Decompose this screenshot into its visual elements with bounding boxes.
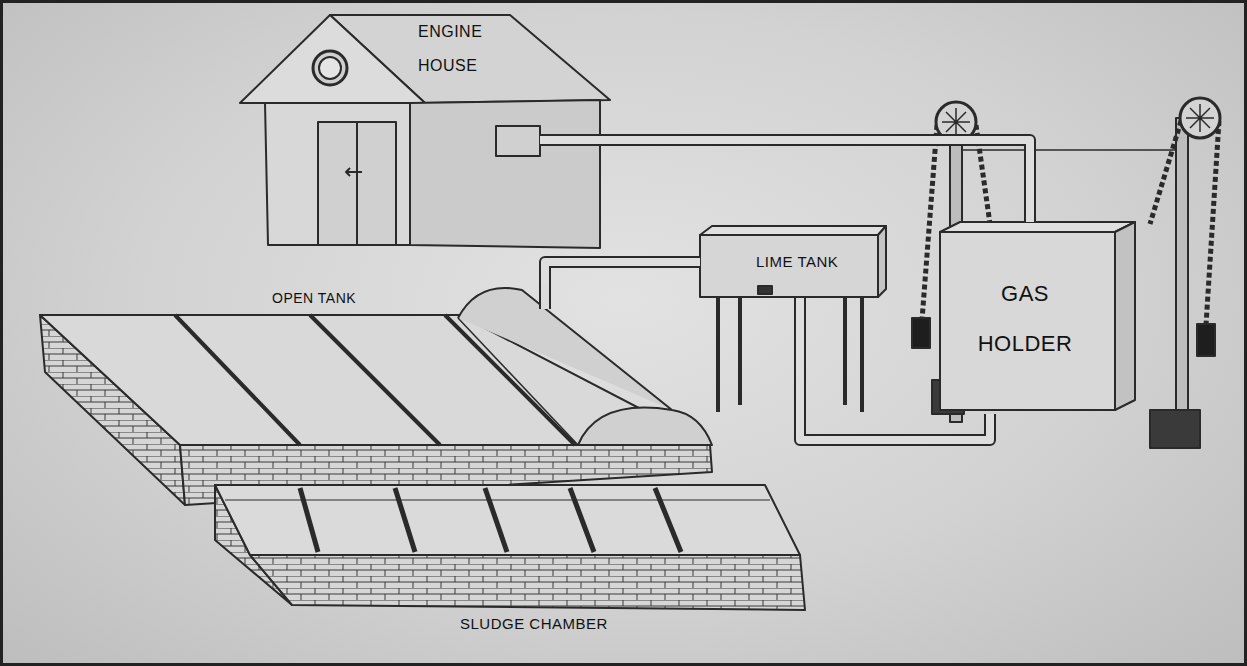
dome-pipe-stub — [539, 284, 551, 309]
chamber-ledge — [225, 499, 770, 500]
lime-tank-drawing — [700, 226, 886, 412]
door-handle — [346, 171, 362, 173]
engine-house: ENGINE HOUSE — [235, 15, 540, 250]
node-label: SLUDGE CHAMBER — [460, 615, 608, 633]
door-handle-tip — [346, 168, 350, 176]
lime-outlet — [758, 286, 772, 294]
gas-pipe — [800, 298, 990, 440]
lime-top — [700, 226, 886, 235]
node-label: GAS HOLDER — [955, 269, 1095, 369]
dome-pipe-stub-fill — [541, 284, 549, 309]
chamber-divider — [485, 488, 507, 552]
holder-front — [940, 232, 1115, 410]
chain — [922, 125, 937, 320]
side-wall — [410, 100, 600, 248]
pipe-fill — [540, 140, 1030, 222]
pulley-spokes — [942, 108, 970, 136]
chamber-front-wall — [250, 555, 805, 610]
open-tank-drawing — [40, 284, 712, 505]
gas-holder-drawing — [912, 98, 1220, 448]
counter-weight — [1197, 324, 1215, 356]
pole-base — [1150, 410, 1200, 448]
chamber-divider — [570, 488, 594, 552]
pulley — [1180, 98, 1220, 138]
top-wire — [962, 149, 1176, 151]
tank-dome — [458, 288, 712, 445]
pipe-fill — [545, 262, 700, 285]
pipe-fill — [800, 298, 990, 440]
tank-divider — [310, 315, 440, 445]
lime-tank: LIME TANK — [700, 226, 886, 298]
node-label: ENGINE HOUSE — [418, 15, 508, 83]
tank-leg — [738, 297, 742, 405]
tank-leg — [860, 297, 864, 412]
node-label: LIME TANK — [756, 253, 838, 271]
front-wall — [265, 103, 410, 245]
gable — [240, 15, 425, 103]
chain — [1150, 121, 1181, 224]
open-tank: OPEN TANK — [40, 285, 715, 507]
tank-divider — [175, 315, 300, 445]
chamber-divider — [300, 488, 318, 552]
round-window — [313, 51, 347, 85]
tank-leg — [716, 297, 720, 412]
tank-leg — [843, 297, 847, 405]
round-window-inner — [319, 57, 341, 79]
gas-holder: GAS HOLDER — [935, 222, 1135, 414]
door-split — [356, 122, 358, 245]
chamber-divider — [395, 488, 415, 552]
gas-pipe — [545, 262, 700, 285]
pipe-outlet — [496, 126, 540, 156]
counter-weight — [912, 318, 930, 348]
holder-top — [940, 222, 1135, 232]
sludge-chamber: SLUDGE CHAMBER — [210, 480, 810, 640]
lime-front — [700, 235, 878, 297]
pulley-spokes — [1186, 104, 1214, 132]
lime-side — [878, 226, 886, 297]
holder-side — [1115, 222, 1135, 410]
chain — [1206, 121, 1219, 325]
chamber-top — [215, 485, 800, 555]
node-label: OPEN TANK — [272, 289, 356, 307]
holder-pole — [1176, 118, 1188, 438]
chamber-divider — [655, 488, 681, 552]
door — [318, 122, 396, 245]
engine-house-drawing — [240, 15, 610, 248]
sludge-chamber-drawing — [215, 485, 805, 610]
dome-back — [458, 318, 578, 445]
gas-pipe — [540, 140, 1030, 222]
